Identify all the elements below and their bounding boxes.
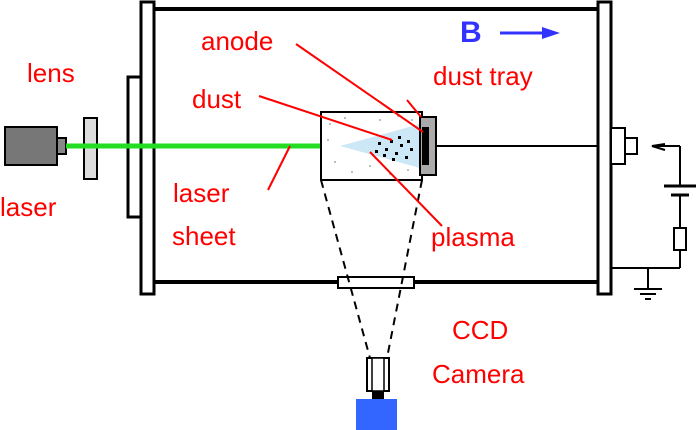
feedthrough-pin bbox=[624, 137, 638, 155]
label-pointers bbox=[258, 43, 443, 227]
label-ccd-line2: Camera bbox=[432, 359, 525, 389]
anode-plate bbox=[422, 127, 429, 165]
label-ccd-line1: CCD bbox=[452, 315, 508, 345]
field-arrow bbox=[500, 27, 560, 39]
laser-body bbox=[4, 126, 58, 166]
bottom-viewport bbox=[337, 276, 415, 289]
label-field-b: B bbox=[460, 16, 482, 49]
ccd-camera-mount bbox=[372, 391, 384, 399]
ccd-camera-body bbox=[356, 399, 397, 430]
label-laser-sheet-line2: sheet bbox=[172, 221, 236, 251]
feedthrough-connector bbox=[610, 127, 626, 165]
chamber-right-wall bbox=[596, 0, 613, 296]
label-dust-tray: dust tray bbox=[433, 61, 533, 91]
laser-aperture bbox=[56, 137, 67, 155]
label-dust: dust bbox=[192, 84, 242, 114]
ccd-camera-lens-inner bbox=[371, 357, 385, 392]
label-laser: laser bbox=[0, 192, 57, 222]
label-anode: anode bbox=[201, 26, 273, 56]
camera-view-lines bbox=[320, 179, 423, 359]
label-lens: lens bbox=[27, 58, 75, 88]
label-plasma: plasma bbox=[431, 222, 515, 252]
plasma-glow bbox=[340, 124, 420, 168]
label-laser-sheet-line1: laser bbox=[173, 178, 230, 208]
dust-cloud bbox=[375, 136, 413, 161]
bias-circuit bbox=[611, 143, 696, 300]
